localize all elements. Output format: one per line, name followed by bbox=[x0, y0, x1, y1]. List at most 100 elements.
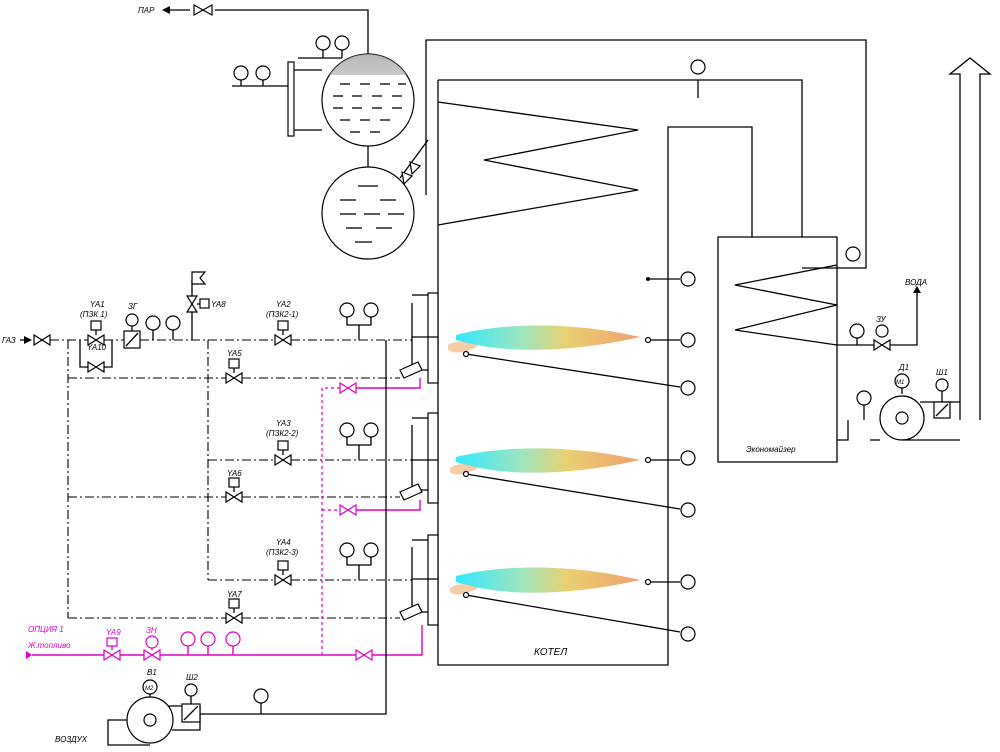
gas-valve-ya6[interactable] bbox=[225, 477, 243, 504]
fuel-valve-burner-2[interactable] bbox=[339, 503, 357, 517]
fuel-valve-ya9[interactable] bbox=[103, 637, 121, 662]
flame-sensor-1-icon bbox=[680, 332, 696, 348]
steam-line: ПАР bbox=[138, 3, 369, 55]
fuel-valve-zn[interactable] bbox=[143, 635, 161, 662]
air-supply: В1 М2 Ш2 ВОЗДУХ bbox=[55, 340, 387, 746]
gas-line-burner-3: YA4 (ПЗК2-3) bbox=[208, 538, 412, 587]
boiler-furnace: КОТЕЛ bbox=[425, 39, 867, 666]
lower-drum bbox=[321, 166, 415, 260]
gas-pressure-sensor-1-icon bbox=[145, 315, 161, 331]
gas-regulator-zg[interactable] bbox=[123, 313, 141, 349]
damper-sh2-drive-icon bbox=[184, 683, 198, 697]
valve-ya1-label: YA1 bbox=[90, 300, 105, 309]
upper-drum bbox=[321, 53, 415, 147]
gas-valve-ya7[interactable] bbox=[225, 598, 243, 625]
gas-valve-ya2[interactable] bbox=[274, 320, 292, 347]
ignition-sensor-3-icon bbox=[680, 626, 696, 642]
burner-2 bbox=[399, 412, 640, 504]
steam-label: ПАР bbox=[138, 6, 155, 15]
valve-ya3-label: YA3 bbox=[276, 419, 291, 428]
valve-ya2-sub-label: (ПЗК2-1) bbox=[266, 310, 299, 319]
gas-valve-ya3[interactable] bbox=[274, 440, 292, 467]
blower-fan-v1[interactable] bbox=[107, 679, 201, 746]
gas-inlet-valve[interactable] bbox=[33, 333, 51, 347]
burner2-pressure-sensor-2-icon bbox=[363, 422, 379, 438]
valve-ya7-label: YA7 bbox=[227, 590, 242, 599]
gas-main-header: YA1 (ПЗК 1) YA10 ЗГ YA8 bbox=[79, 271, 412, 374]
gas-valve-ya1[interactable] bbox=[87, 320, 105, 347]
fuel-sensor-2-icon bbox=[200, 631, 216, 647]
fuel-valve-burner-3[interactable] bbox=[355, 648, 373, 662]
burner2-pressure-sensor-1-icon bbox=[339, 422, 355, 438]
economizer: Экономайзер ВОДА ЗУ bbox=[734, 246, 927, 454]
ignition-line-3: YA7 bbox=[68, 590, 400, 625]
drum-bypass-valve bbox=[399, 139, 429, 186]
vent-valve-ya8[interactable] bbox=[185, 295, 210, 313]
steam-valve[interactable] bbox=[193, 3, 213, 17]
exhaust-fan-d1[interactable]: Д1 М1 Ш1 bbox=[856, 363, 960, 441]
chimney bbox=[837, 57, 992, 441]
valve-ya10-label: YA10 bbox=[87, 343, 107, 352]
burner1-pressure-sensor-1-icon bbox=[339, 302, 355, 318]
valve-ya2-label: YA2 bbox=[276, 300, 291, 309]
gas-pressure-sensor-2-icon bbox=[165, 315, 181, 331]
exhaust-pressure-sensor-icon bbox=[856, 390, 872, 406]
economizer-label: Экономайзер bbox=[746, 445, 796, 454]
water-sensor-icon bbox=[849, 323, 865, 339]
damper-sh2-label: Ш2 bbox=[186, 673, 198, 682]
drum-pressure-sensor-2-icon bbox=[334, 35, 350, 51]
valve-ya1-sub-label: (ПЗК 1) bbox=[80, 310, 108, 319]
economizer-sensor-icon bbox=[845, 246, 861, 262]
gas-valve-ya5[interactable] bbox=[225, 358, 243, 385]
flame-sensor-2-icon bbox=[680, 450, 696, 466]
motor-m2-label: М2 bbox=[145, 686, 154, 692]
level-gauge bbox=[232, 61, 322, 137]
liquid-fuel-label: Ж.топливо bbox=[27, 641, 71, 650]
vent-flag-icon bbox=[191, 271, 207, 285]
drum-pressure-sensors bbox=[298, 35, 350, 59]
gas-valve-ya4[interactable] bbox=[274, 560, 292, 587]
air-pressure-sensor-icon bbox=[253, 688, 269, 704]
gas-line-burner-2: YA3 (ПЗК2-2) bbox=[208, 419, 412, 467]
damper-sh1-drive-icon bbox=[935, 378, 949, 392]
valve-ya6-label: YA6 bbox=[227, 469, 242, 478]
option-label: ОПЦИЯ 1 bbox=[28, 625, 64, 634]
water-valve-zu[interactable] bbox=[873, 324, 891, 352]
air-label: ВОЗДУХ bbox=[55, 735, 88, 744]
ignition-line-2: YA6 bbox=[68, 469, 400, 504]
gas-inlet: ГАЗ bbox=[2, 333, 88, 347]
valve-ya9-label: YA9 bbox=[106, 628, 121, 637]
fuel-sensor-1-icon bbox=[180, 631, 196, 647]
flame-sensor-3-icon bbox=[680, 574, 696, 590]
gas-valve-ya10[interactable] bbox=[87, 360, 105, 374]
burner3-pressure-sensor-2-icon bbox=[363, 542, 379, 558]
flame-3 bbox=[456, 567, 640, 593]
flame-2 bbox=[456, 448, 640, 473]
valve-ya4-label: YA4 bbox=[276, 538, 291, 547]
valve-zn-label: ЗН bbox=[146, 626, 157, 635]
flame-1 bbox=[456, 325, 640, 350]
ignition-line-1: YA5 bbox=[68, 349, 400, 385]
fuel-valve-burner-1[interactable] bbox=[339, 381, 357, 395]
liquid-fuel-option: ОПЦИЯ 1 Ж.топливо YA9 ЗН bbox=[26, 378, 423, 662]
burner-3 bbox=[399, 534, 640, 626]
valve-ya5-label: YA5 bbox=[227, 349, 242, 358]
blower-v1-label: В1 bbox=[147, 668, 157, 677]
furnace-sensors bbox=[462, 271, 696, 642]
regulator-zg-label: ЗГ bbox=[128, 302, 138, 311]
air-damper-sh2[interactable] bbox=[181, 683, 201, 723]
burner1-pressure-sensor-2-icon bbox=[363, 302, 379, 318]
burner-1 bbox=[399, 292, 640, 384]
valve-ya8-label: YA8 bbox=[211, 300, 226, 309]
water-label: ВОДА bbox=[905, 278, 927, 287]
drum-pressure-sensor-1-icon bbox=[315, 35, 331, 51]
ignition-sensor-2-icon bbox=[680, 502, 696, 518]
level-sensor-2-icon bbox=[255, 65, 271, 81]
burner3-pressure-sensor-1-icon bbox=[339, 542, 355, 558]
furnace-gas-analyzer-icon bbox=[680, 271, 696, 287]
gas-label: ГАЗ bbox=[2, 336, 16, 345]
damper-sh1-label: Ш1 bbox=[936, 368, 948, 377]
level-sensor-1-icon bbox=[233, 65, 249, 81]
valve-zu-label: ЗУ bbox=[876, 315, 887, 324]
